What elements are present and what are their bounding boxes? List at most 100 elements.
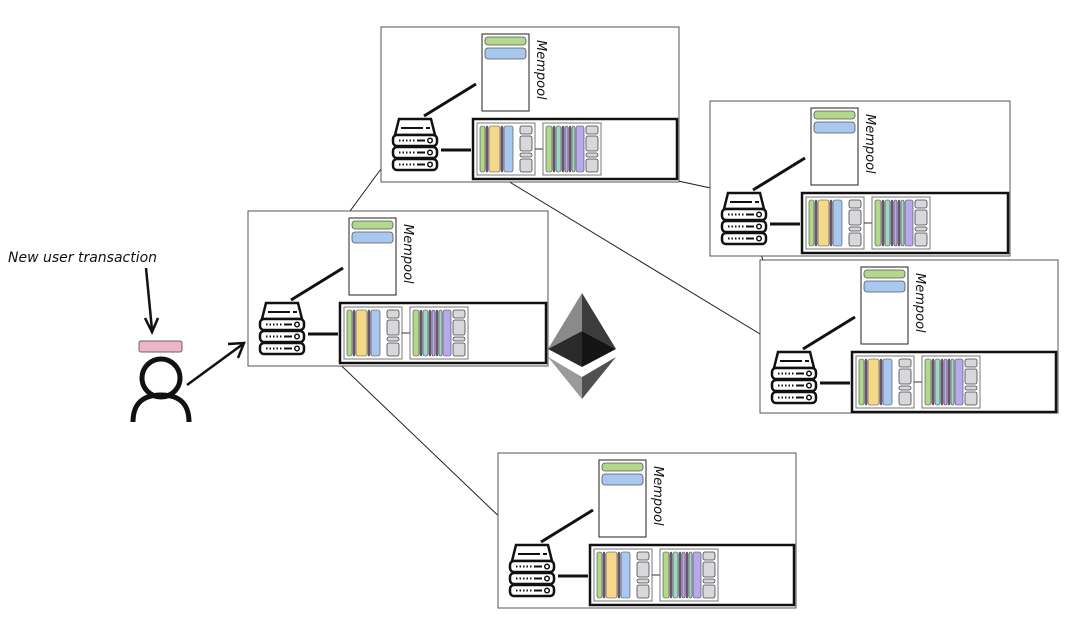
transaction [575,125,585,173]
transaction [662,551,670,599]
transaction [428,309,432,357]
transaction [947,358,951,406]
transaction [688,551,693,599]
transaction [685,551,689,599]
empty-slot [452,309,466,319]
node-left: Mempool [247,210,549,367]
empty-slot [914,232,928,247]
mempool-tx [813,121,856,134]
transaction [617,551,621,599]
node-bottom: Mempool [497,452,797,609]
transaction [858,358,865,406]
empty-slot [702,584,716,599]
empty-slot [452,319,466,336]
mempool: Mempool [481,33,548,112]
empty-slot [898,358,912,368]
transaction [422,309,429,357]
transaction [900,199,905,247]
block [343,306,403,360]
mempool-label: Mempool [533,40,548,100]
transaction [924,358,932,406]
mempool-tx [601,473,644,486]
mempool-tx [863,269,906,279]
transaction [605,551,618,599]
transaction [602,551,606,599]
empty-slot [386,309,400,319]
mempool-tx [351,220,394,230]
transaction [545,125,553,173]
user-head-icon [139,356,183,400]
empty-slot [519,152,533,158]
empty-slot [702,551,716,561]
node-top: Mempool [380,26,680,183]
block [921,355,981,409]
transaction [931,358,935,406]
mempool-box [348,217,397,296]
transaction [561,125,565,173]
transaction [435,309,439,357]
transaction [367,309,371,357]
mempool-tx [601,462,644,472]
transaction [355,309,368,357]
pending-transaction [138,340,183,353]
empty-slot [964,358,978,368]
empty-slot [702,561,716,578]
server-icon [508,543,556,598]
empty-slot [585,152,599,158]
transaction [832,199,843,247]
transaction [890,199,894,247]
ethereum-logo [548,293,616,399]
transaction [879,358,883,406]
empty-slot [848,209,862,226]
empty-slot [452,342,466,357]
mempool: Mempool [598,459,665,538]
user-body-icon [130,392,192,423]
block [593,548,653,602]
submit-arrow-head [227,341,246,359]
mempool-connector [802,315,856,351]
mempool-tx [484,36,527,46]
transaction [692,551,702,599]
transaction [438,309,443,357]
empty-slot [386,319,400,336]
transaction [897,199,901,247]
transaction [934,358,941,406]
transaction [596,551,603,599]
transaction [867,358,880,406]
transaction [814,199,818,247]
transaction [881,199,885,247]
transaction [564,125,569,173]
transaction [620,551,631,599]
block [659,548,719,602]
block [409,306,469,360]
user-group: New user transaction [8,250,246,423]
down-arrow-head [143,317,160,335]
mempool-box [860,266,909,345]
transaction [503,125,514,173]
empty-slot [636,551,650,561]
mempool: Mempool [860,266,927,345]
empty-slot [386,342,400,357]
empty-slot [519,125,533,135]
empty-slot [386,336,400,342]
transaction [412,309,420,357]
empty-slot [898,385,912,391]
empty-slot [964,391,978,406]
empty-slot [636,561,650,578]
transaction [940,358,944,406]
transaction [808,199,815,247]
mempool-connector [290,266,344,302]
transaction [864,358,868,406]
transaction [681,551,686,599]
transaction [672,551,679,599]
empty-slot [452,336,466,342]
transaction [370,309,381,357]
transaction [479,125,486,173]
transaction [678,551,682,599]
server-icon [770,350,818,405]
mempool-tx [484,47,527,60]
transaction [488,125,501,173]
transaction [884,199,891,247]
empty-slot [848,232,862,247]
